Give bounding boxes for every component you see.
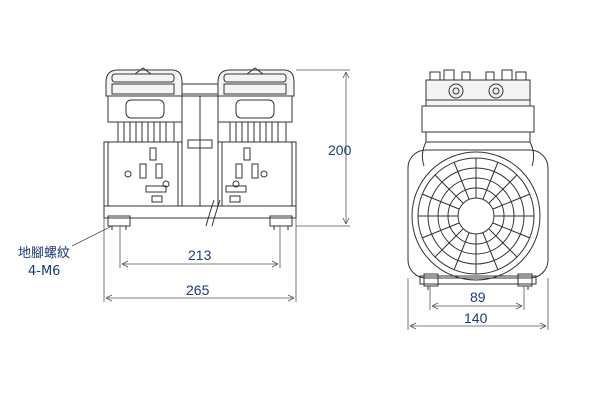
right-cylinder [217, 95, 293, 123]
side-feet [419, 273, 537, 290]
left-body [103, 141, 183, 207]
cable [205, 199, 221, 227]
left-cylinder [107, 95, 183, 123]
side-dimensions [407, 278, 549, 330]
front-view [103, 67, 297, 230]
left-head-cover [105, 67, 183, 97]
side-cylinder [421, 105, 535, 167]
fan-guard [411, 151, 541, 281]
right-head-cover [217, 67, 295, 97]
motor-housing [407, 149, 549, 279]
right-cooling-fins [229, 121, 287, 143]
side-dim-overall-label: 140 [464, 310, 488, 326]
crankcase [181, 95, 219, 207]
left-cooling-fins [117, 121, 175, 143]
side-view [407, 69, 549, 290]
mount-note-line2: 4-M6 [28, 264, 61, 279]
dim-height-label: 200 [328, 142, 352, 158]
side-dim-mounting-label: 89 [470, 289, 486, 305]
dim-overall-width-label: 265 [186, 282, 210, 298]
top-bridge [181, 83, 219, 95]
front-dimensions [71, 69, 350, 302]
valve-block [425, 69, 531, 107]
dim-mounting-width-label: 213 [188, 247, 212, 263]
base-plate [103, 205, 297, 230]
right-body [217, 141, 297, 207]
mount-note-line1: 地腳螺紋 [18, 246, 71, 261]
